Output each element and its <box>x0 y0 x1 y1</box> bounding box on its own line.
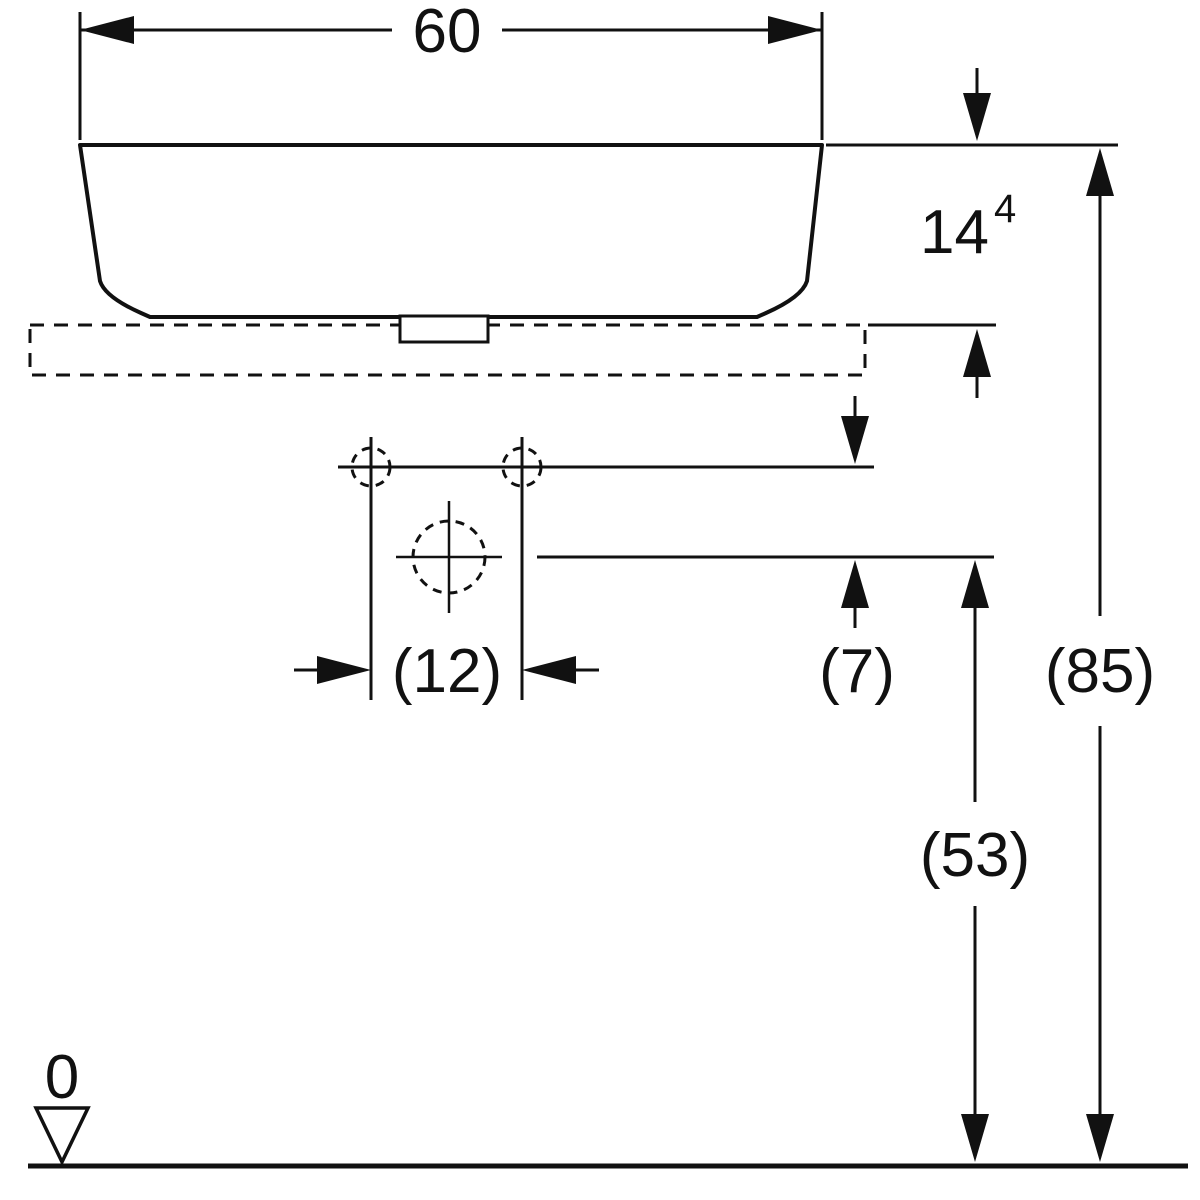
dim-tap-spacing-12: (12) <box>294 637 599 706</box>
drain-outlet <box>398 314 490 344</box>
dim-tap-to-trap-7: (7) <box>819 396 895 706</box>
dim-tap-to-trap-label: (7) <box>819 637 895 706</box>
trap-center <box>396 501 994 613</box>
arrow-down-icon <box>841 416 869 464</box>
arrow-up-icon <box>961 560 989 608</box>
floor-datum: 0 <box>28 1043 1188 1169</box>
arrow-up-icon <box>1086 148 1114 196</box>
dim-tap-spacing-label: (12) <box>392 637 502 706</box>
arrow-up-icon <box>963 329 991 377</box>
dim-total-height-label: (85) <box>1045 637 1155 706</box>
arrow-down-icon <box>1086 1114 1114 1162</box>
dim-width-60: 60 <box>78 0 824 140</box>
arrow-left-icon <box>522 656 576 684</box>
dim-trap-height-label: (53) <box>920 821 1030 890</box>
arrow-right-icon <box>768 16 822 44</box>
dim-rim-height-label: 14 <box>920 198 989 267</box>
dim-rim-height-superscript: 4 <box>994 187 1016 231</box>
dim-total-height-85: (85) <box>1045 148 1155 1162</box>
arrow-left-icon <box>80 16 134 44</box>
arrow-down-icon <box>961 1114 989 1162</box>
arrow-right-icon <box>317 656 371 684</box>
dim-rim-height-14: 14 4 <box>826 68 1118 398</box>
arrow-down-icon <box>963 93 991 141</box>
arrow-up-icon <box>841 560 869 608</box>
dim-trap-height-53: (53) <box>920 560 1030 1162</box>
dim-width-label: 60 <box>413 0 482 66</box>
datum-triangle-icon <box>33 1106 91 1167</box>
datum-zero-label: 0 <box>45 1043 79 1112</box>
tap-hole-centers <box>338 437 874 700</box>
basin-outline <box>78 143 824 319</box>
